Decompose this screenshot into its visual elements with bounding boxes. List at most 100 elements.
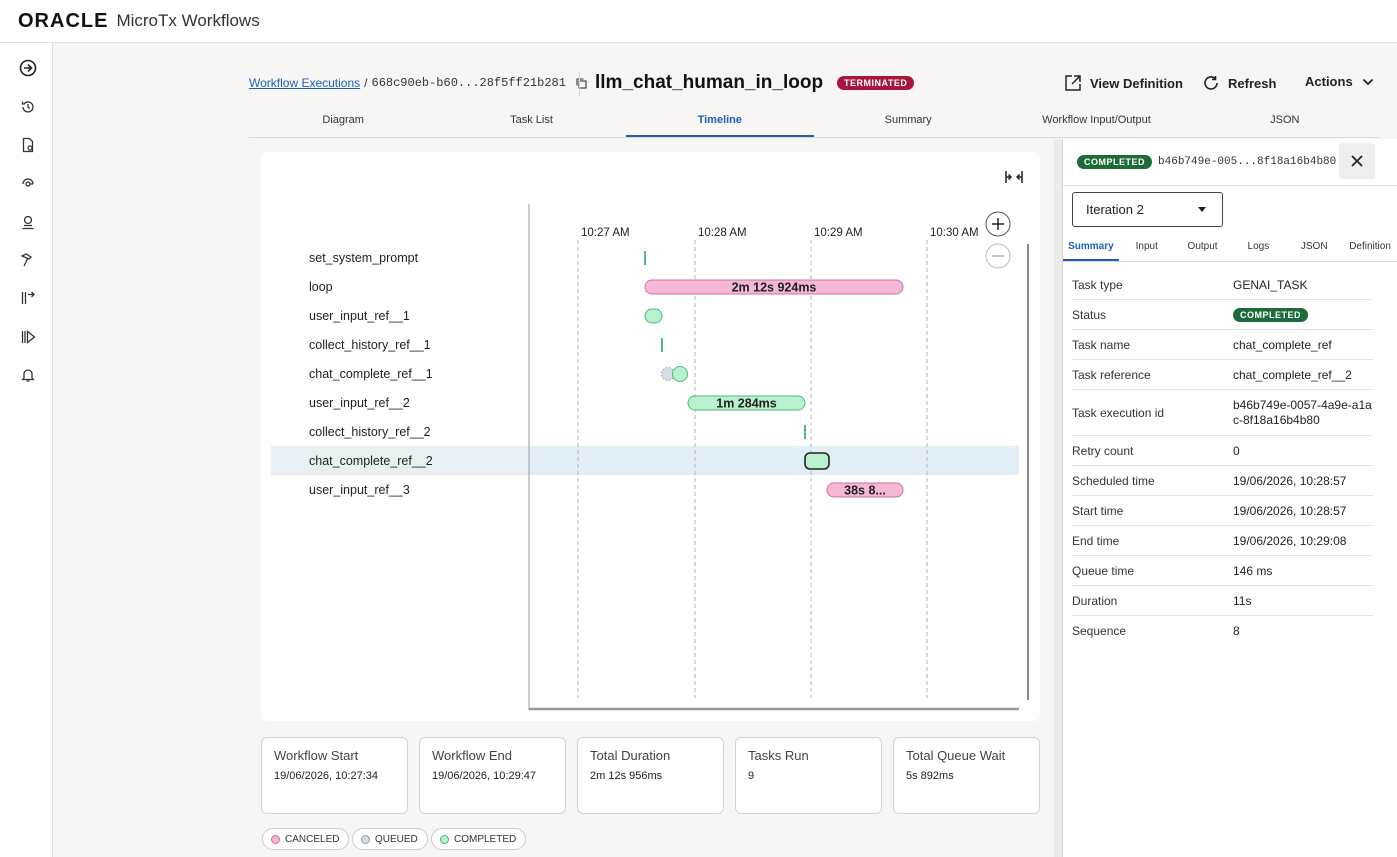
task-row-label[interactable]: collect_history_ref__1 bbox=[309, 338, 431, 352]
hammer-icon[interactable] bbox=[19, 251, 37, 269]
legend-label: QUEUED bbox=[375, 833, 418, 845]
refresh-button[interactable]: Refresh bbox=[1202, 74, 1276, 92]
task-row-label[interactable]: user_input_ref__2 bbox=[309, 396, 410, 410]
iteration-select-value: Iteration 2 bbox=[1086, 202, 1144, 217]
execution-id: 668c90eb-b60...28f5ff21b281 bbox=[371, 76, 566, 90]
task-row-label[interactable]: user_input_ref__3 bbox=[309, 483, 410, 497]
zoom-in-button[interactable] bbox=[985, 211, 1011, 237]
task-detail-tabs: Summary Input Output Logs JSON Definitio… bbox=[1063, 238, 1397, 262]
stat-label: Total Queue Wait bbox=[906, 748, 1006, 763]
task-bar-user_input_ref__1[interactable] bbox=[644, 308, 663, 324]
tab-workflow-input-output[interactable]: Workflow Input/Output bbox=[1042, 114, 1151, 126]
timeline-tick-label: 10:29 AM bbox=[814, 227, 863, 239]
legend-label: COMPLETED bbox=[454, 833, 517, 845]
task-row-label[interactable]: user_input_ref__1 bbox=[309, 309, 410, 323]
copy-icon[interactable] bbox=[576, 77, 587, 89]
step-forward-icon[interactable] bbox=[19, 289, 37, 307]
summary-key: Duration bbox=[1072, 593, 1118, 608]
breadcrumb: Workflow Executions / 668c90eb-b60...28f… bbox=[249, 76, 587, 90]
summary-value: chat_complete_ref bbox=[1233, 337, 1332, 352]
tab-task-logs[interactable]: Logs bbox=[1247, 241, 1270, 252]
task-id: b46b749e-005...8f18a16b4b80 bbox=[1158, 156, 1337, 168]
task-detail-panel: COMPLETED b46b749e-005...8f18a16b4b80 It… bbox=[1062, 139, 1397, 857]
summary-key: Task reference bbox=[1072, 367, 1151, 382]
play-forward-icon[interactable] bbox=[19, 328, 37, 346]
view-definition-button[interactable]: View Definition bbox=[1064, 74, 1183, 92]
legend-canceled: CANCELED bbox=[262, 828, 350, 850]
tab-task-json[interactable]: JSON bbox=[1300, 241, 1328, 252]
task-row-label[interactable]: collect_history_ref__2 bbox=[309, 425, 431, 439]
summary-key: Task type bbox=[1072, 277, 1123, 292]
stat-tasks-run: Tasks Run 9 bbox=[735, 737, 882, 814]
bell-icon[interactable] bbox=[19, 366, 37, 384]
task-row-label[interactable]: chat_complete_ref__1 bbox=[309, 367, 433, 381]
tab-task-input[interactable]: Input bbox=[1135, 241, 1158, 252]
stat-workflow-start: Workflow Start 19/06/2026, 10:27:34 bbox=[261, 737, 408, 814]
legend-label: CANCELED bbox=[285, 833, 340, 845]
header-divider bbox=[579, 72, 580, 96]
webhook-icon[interactable] bbox=[19, 175, 37, 193]
tab-summary[interactable]: Summary bbox=[884, 114, 932, 126]
summary-row-task-reference: Task reference chat_complete_ref__2 bbox=[1072, 360, 1373, 390]
task-bar-loop[interactable]: 2m 12s 924ms bbox=[644, 279, 904, 295]
history-icon[interactable] bbox=[19, 98, 37, 116]
task-bar-mark bbox=[644, 308, 663, 324]
panel-resize-handle[interactable] bbox=[1054, 139, 1062, 857]
timeline-tick-label: 10:28 AM bbox=[698, 227, 747, 239]
task-bar-chat_complete_ref__1[interactable] bbox=[661, 366, 688, 382]
actions-button[interactable]: Actions bbox=[1305, 74, 1375, 89]
stat-workflow-end: Workflow End 19/06/2026, 10:29:47 bbox=[419, 737, 566, 814]
legend-completed: COMPLETED bbox=[431, 828, 527, 850]
summary-key: Task name bbox=[1072, 337, 1131, 352]
stat-value: 5s 892ms bbox=[906, 770, 954, 782]
agent-icon[interactable] bbox=[19, 213, 37, 231]
status-badge: COMPLETED bbox=[1233, 308, 1309, 322]
execution-header: Workflow Executions / 668c90eb-b60...28f… bbox=[249, 70, 1379, 98]
task-bar-mark bbox=[804, 425, 806, 439]
tab-task-summary[interactable]: Summary bbox=[1063, 238, 1119, 261]
summary-value: COMPLETED bbox=[1233, 307, 1373, 322]
summary-key: Task execution id bbox=[1072, 405, 1165, 420]
execution-tabs: Diagram Task List Timeline Summary Workf… bbox=[249, 108, 1379, 138]
summary-key: Queue time bbox=[1072, 563, 1135, 578]
task-row-label[interactable]: loop bbox=[309, 280, 333, 294]
left-rail bbox=[0, 43, 53, 857]
zoom-out-button[interactable] bbox=[985, 243, 1011, 269]
stat-label: Workflow End bbox=[432, 748, 512, 763]
task-bar-user_input_ref__2[interactable]: 1m 284ms bbox=[687, 395, 806, 411]
iteration-select[interactable]: Iteration 2 bbox=[1072, 192, 1223, 227]
file-settings-icon[interactable] bbox=[19, 136, 37, 154]
close-panel-button[interactable] bbox=[1339, 143, 1375, 179]
summary-value: chat_complete_ref__2 bbox=[1233, 367, 1352, 382]
summary-row-task-type: Task type GENAI_TASK bbox=[1072, 270, 1373, 300]
task-bar-user_input_ref__3[interactable]: 38s 8... bbox=[826, 482, 904, 498]
task-bar-collect_history_ref__1[interactable] bbox=[661, 338, 663, 352]
tab-task-output[interactable]: Output bbox=[1187, 241, 1218, 252]
task-bar-set_system_prompt[interactable] bbox=[644, 251, 646, 265]
expand-icon[interactable] bbox=[1005, 171, 1023, 183]
tab-task-definition[interactable]: Definition bbox=[1349, 241, 1391, 252]
tab-task-list[interactable]: Task List bbox=[510, 114, 553, 126]
tab-timeline[interactable]: Timeline bbox=[625, 108, 814, 137]
task-bar-chat_complete_ref__2[interactable] bbox=[804, 452, 830, 470]
task-bar-mark bbox=[687, 395, 806, 411]
close-icon bbox=[1351, 155, 1363, 167]
stat-value: 19/06/2026, 10:29:47 bbox=[432, 770, 536, 782]
task-row-label[interactable]: chat_complete_ref__2 bbox=[309, 454, 433, 468]
tab-diagram[interactable]: Diagram bbox=[322, 114, 364, 126]
summary-value: GENAI_TASK bbox=[1233, 277, 1308, 292]
arrow-right-circle-icon[interactable] bbox=[19, 59, 37, 77]
breadcrumb-workflow-executions-link[interactable]: Workflow Executions bbox=[249, 76, 361, 90]
external-link-icon bbox=[1065, 75, 1081, 91]
task-bar-collect_history_ref__2[interactable] bbox=[804, 425, 806, 439]
selected-row-label-highlight bbox=[271, 446, 528, 475]
task-row-label[interactable]: set_system_prompt bbox=[309, 251, 419, 265]
stat-value: 9 bbox=[748, 770, 755, 782]
tab-json[interactable]: JSON bbox=[1270, 114, 1300, 126]
top-bar: ORACLE MicroTx Workflows bbox=[0, 0, 1397, 43]
summary-key: Status bbox=[1072, 307, 1107, 322]
plus-icon bbox=[992, 218, 1004, 230]
canceled-dot-icon bbox=[271, 834, 280, 844]
stat-label: Workflow Start bbox=[274, 748, 359, 763]
